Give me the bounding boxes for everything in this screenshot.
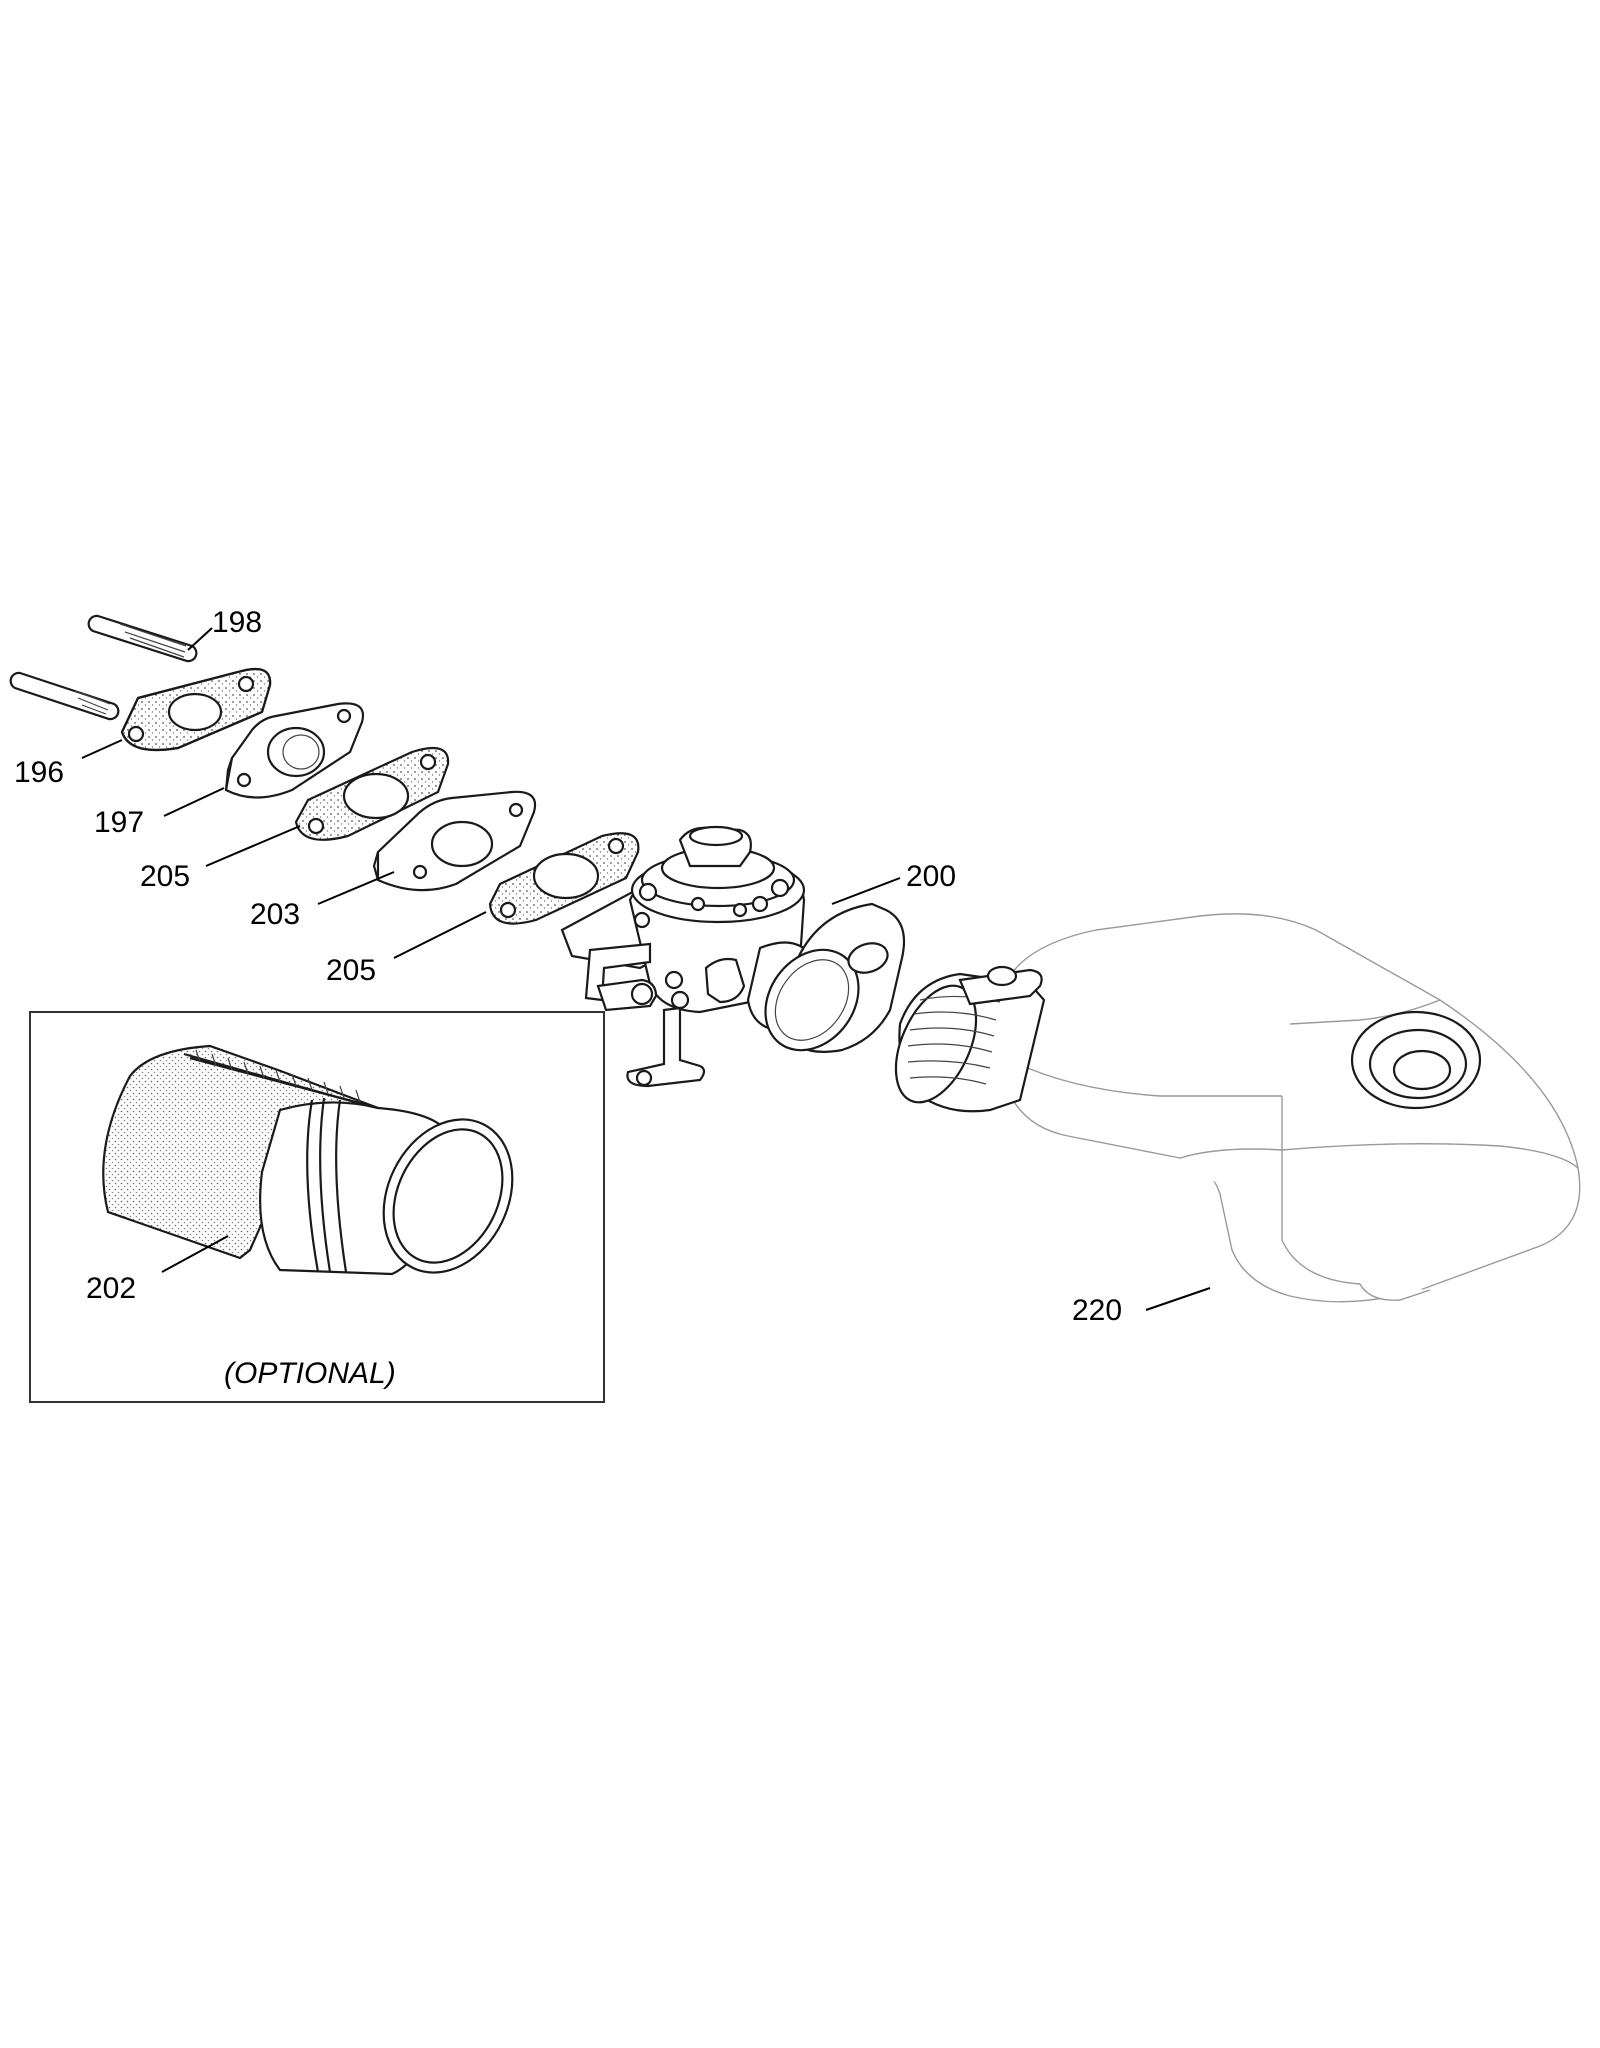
callout-202: 202 xyxy=(86,1272,136,1305)
callout-205-first: 205 xyxy=(140,860,190,893)
gasket-196 xyxy=(120,667,272,752)
optional-box: (OPTIONAL) xyxy=(29,1011,605,1403)
stud-196 xyxy=(9,671,120,721)
callout-197: 197 xyxy=(94,806,144,839)
leader-197 xyxy=(163,787,225,817)
airbox-220 xyxy=(894,913,1581,1303)
stud-198 xyxy=(87,614,198,663)
spacer-203 xyxy=(372,790,537,892)
leader-196 xyxy=(81,739,123,759)
adapter-ring-200 xyxy=(764,902,906,1053)
optional-caption: (OPTIONAL) xyxy=(224,1357,396,1390)
callout-205-second: 205 xyxy=(326,954,376,987)
spacer-197 xyxy=(224,702,365,799)
gasket-205-second xyxy=(488,832,640,925)
leader-lines xyxy=(81,627,1211,1311)
leader-202 xyxy=(161,1235,229,1273)
callout-198: 198 xyxy=(212,606,262,639)
callout-200: 200 xyxy=(906,860,956,893)
leader-205a xyxy=(205,825,301,867)
callout-labels: 198 196 197 205 203 205 200 202 220 xyxy=(14,606,1122,1327)
callout-220: 220 xyxy=(1072,1294,1122,1327)
gasket-205-first xyxy=(294,746,450,841)
carburetor-assembly xyxy=(560,825,814,1088)
leader-220 xyxy=(1145,1287,1211,1311)
leader-200 xyxy=(831,877,901,905)
leader-205b xyxy=(393,911,487,959)
air-filter-202 xyxy=(102,1044,514,1276)
leader-198 xyxy=(187,627,213,651)
callout-203: 203 xyxy=(250,898,300,931)
leader-203 xyxy=(317,871,395,905)
callout-196: 196 xyxy=(14,756,64,789)
